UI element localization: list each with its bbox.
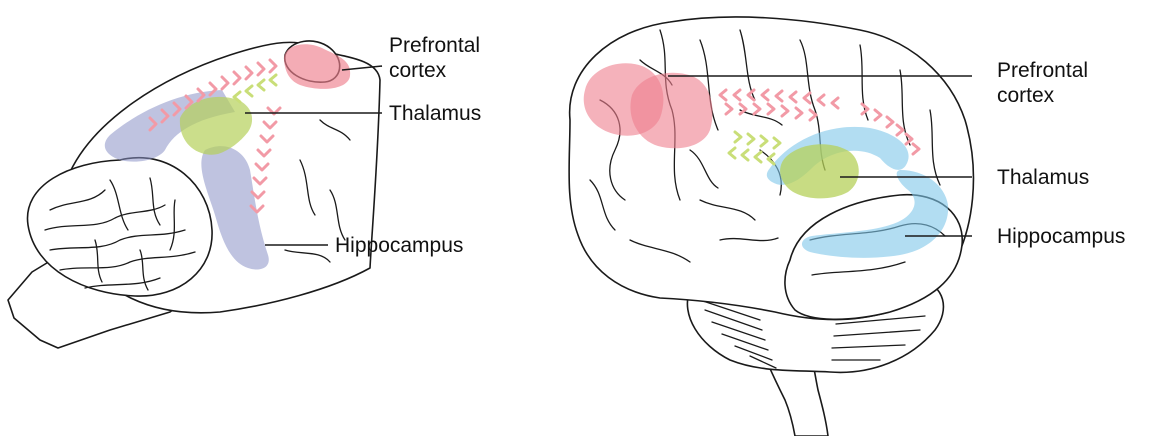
human-prefrontal-label-line1: Prefrontal: [997, 58, 1088, 83]
rodent-prefrontal-label-line2: cortex: [389, 58, 446, 83]
human-thalamus-label: Thalamus: [997, 165, 1089, 190]
human-hippocampus-label: Hippocampus: [997, 224, 1125, 249]
human-brain: [569, 17, 973, 436]
human-prefrontal-region: [630, 73, 712, 149]
rodent-hippocampus-label: Hippocampus: [335, 233, 463, 258]
rodent-prefrontal-label-line1: Prefrontal: [389, 33, 480, 58]
human-thalamus-region: [780, 144, 859, 198]
human-prefrontal-label-line2: cortex: [997, 83, 1054, 108]
rodent-brain: [8, 41, 382, 348]
rodent-thalamus-label: Thalamus: [389, 101, 481, 126]
